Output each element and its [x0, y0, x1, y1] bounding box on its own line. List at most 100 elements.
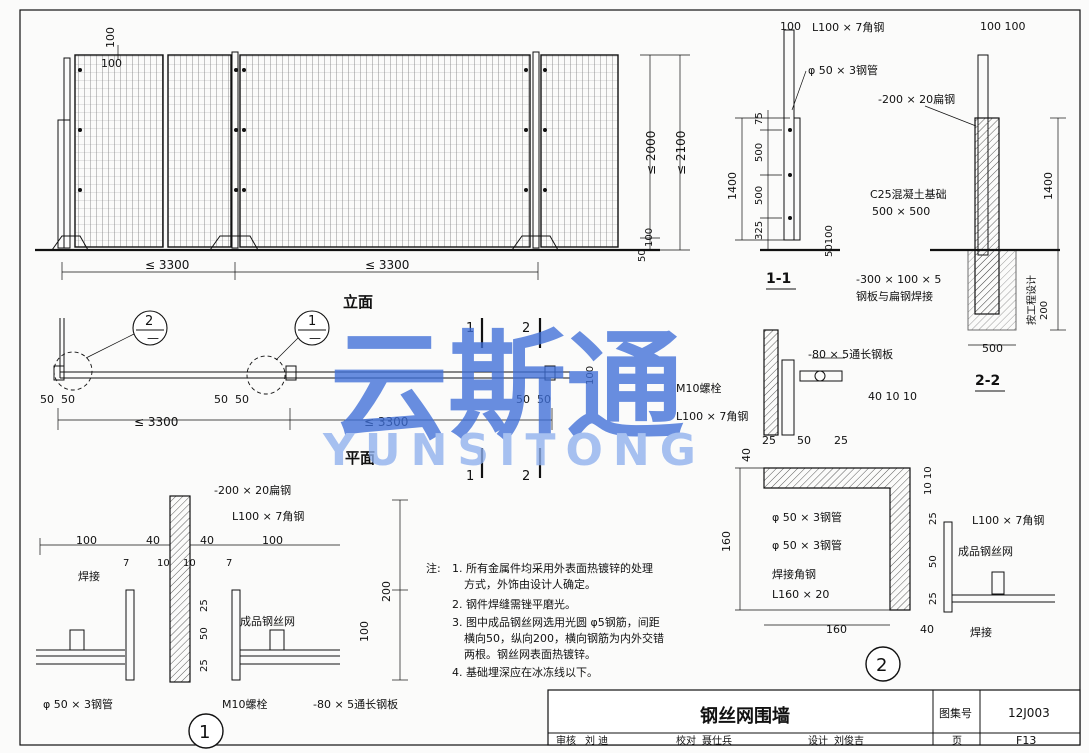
callout-number: 2 [145, 314, 153, 329]
component-label: L160 × 20 [772, 588, 829, 601]
notes: 注: 1. 所有金属件均采用外表面热镀锌的处理 方式，外饰由设计人确定。 2. … [426, 561, 664, 679]
dim-label: 100 100 [980, 20, 1026, 33]
component-label: -200 × 20扁钢 [878, 93, 955, 106]
component-label: L100 × 7角钢 [972, 514, 1044, 527]
design-label: 设计 [808, 734, 828, 747]
dim-label: 100 [780, 20, 801, 33]
dim-label: 50 [637, 249, 648, 262]
detail-number-circle [188, 713, 224, 749]
page-number: F13 [1016, 734, 1036, 747]
dim-label: 按工程设计 [1025, 275, 1038, 325]
dim-label: 50 [40, 393, 54, 406]
atlas-number: 12J003 [1008, 706, 1050, 720]
mesh-panel [540, 54, 619, 248]
component-label: φ 50 × 3钢管 [43, 697, 113, 711]
detail-number-circle [865, 646, 901, 682]
dim-label: 500 [982, 342, 1003, 355]
checker-name: 聂仕兵 [702, 734, 732, 747]
dim-label: 50 [797, 434, 811, 447]
callout-sub: — [309, 331, 321, 345]
mesh-panel [167, 54, 232, 248]
callout-number: 1 [308, 314, 316, 329]
component-label: M10螺栓 [676, 381, 722, 395]
dim-label: 7 [226, 558, 232, 569]
note-line: 横向50，纵向200，横向钢筋为内外交错 [464, 631, 664, 645]
dim-label: ≤ 2000 [644, 131, 658, 175]
drawing-title: 钢丝网围墙 [700, 705, 790, 727]
component-label: 焊接角钢 [772, 567, 816, 581]
dim-label: 200 [1039, 301, 1050, 320]
note-line: 4. 基础埋深应在冰冻线以下。 [452, 665, 598, 679]
dim-label: 1400 [726, 172, 739, 200]
dim-label: 40 [740, 448, 753, 462]
section-title: 2-2 [975, 373, 1000, 389]
section-mark: 1 [466, 321, 474, 336]
dim-label: 25 [928, 592, 939, 605]
dim-label: 25 [199, 599, 210, 612]
dim-label: 50100 [824, 225, 835, 257]
dim-label: 40 [146, 534, 160, 547]
dim-label: 100 [585, 366, 596, 385]
section-mark: 2 [522, 321, 530, 336]
dim-label: 7 [123, 558, 129, 569]
mesh-panel [74, 54, 164, 248]
note-line: 1. 所有金属件均采用外表面热镀锌的处理 [452, 561, 653, 575]
dim-label: ≤ 3300 [134, 415, 178, 429]
dim-label: 100 [262, 534, 283, 547]
dim-label: 25 [834, 434, 848, 447]
dim-label: 75 [754, 112, 765, 125]
component-label: L100 × 7角钢 [232, 510, 304, 523]
component-label: L100 × 7角钢 [676, 410, 748, 423]
component-label: φ 50 × 3钢管 [772, 510, 842, 524]
dim-label: 50 [61, 393, 75, 406]
dim-label: 40 [920, 623, 934, 636]
dim-label: 25 [762, 434, 776, 447]
dim-label: ≤ 3300 [365, 258, 409, 272]
dim-label: 10 10 [923, 466, 934, 495]
component-label: -200 × 20扁钢 [214, 484, 291, 497]
post [532, 51, 540, 249]
detail-2-upper: -80 × 5通长钢板 M10螺栓 L100 × 7角钢 40 10 10 25… [676, 329, 1055, 682]
dim-label: 100 [358, 621, 371, 642]
elevation-title: 立面 [343, 293, 373, 311]
dim-label: 160 [720, 531, 733, 552]
dim-label: 1400 [1042, 172, 1055, 200]
dim-label: 50 [235, 393, 249, 406]
section-1-1: 100 L100 × 7角钢 φ 50 × 3钢管 75 500 500 325… [726, 20, 884, 290]
page-label: 页 [952, 735, 962, 747]
component-label: φ 50 × 3钢管 [808, 63, 878, 77]
detail-number: 2 [876, 655, 887, 676]
component-label: C25混凝土基础 [870, 187, 947, 201]
dim-label: 25 [199, 659, 210, 672]
component-label: 成品钢丝网 [240, 615, 295, 628]
plan-title: 平面 [345, 449, 375, 467]
dim-label: ≤ 2100 [674, 131, 688, 175]
dim-label: 50 [199, 627, 210, 640]
mesh-panel [239, 54, 531, 248]
watermark: 云斯通 YUNSITONG [322, 318, 696, 476]
component-label: -300 × 100 × 5 [856, 273, 941, 286]
component-label: 焊接 [970, 625, 992, 639]
section-mark: 2 [522, 469, 530, 484]
detail-1: 100 40 40 100 10 10 7 7 25 50 25 200 100… [36, 484, 408, 749]
component-label: 500 × 500 [872, 205, 930, 218]
detail-number: 1 [199, 722, 210, 743]
callout-sub: — [147, 331, 159, 345]
title-block: 钢丝网围墙 图集号 12J003 审核 刘 迪 校对 聂仕兵 设计 刘俊吉 页 … [547, 689, 1081, 747]
component-label: φ 50 × 3钢管 [772, 538, 842, 552]
dim-label: 10 [157, 558, 170, 569]
dim-label: 25 [928, 512, 939, 525]
reviewer-name: 刘 迪 [585, 735, 608, 747]
dim-label: 50 [214, 393, 228, 406]
dim-label: 500 [754, 143, 765, 162]
designer-name: 刘俊吉 [834, 734, 864, 747]
component-label: M10螺栓 [222, 697, 268, 711]
notes-heading: 注: [426, 561, 441, 575]
component-label: L100 × 7角钢 [812, 21, 884, 34]
component-label: -80 × 5通长钢板 [808, 347, 893, 361]
note-line: 3. 图中成品钢丝网选用光圆 φ5钢筋，间距 [452, 615, 660, 629]
note-line: 方式，外饰由设计人确定。 [464, 577, 596, 591]
dim-label: 160 [826, 623, 847, 636]
